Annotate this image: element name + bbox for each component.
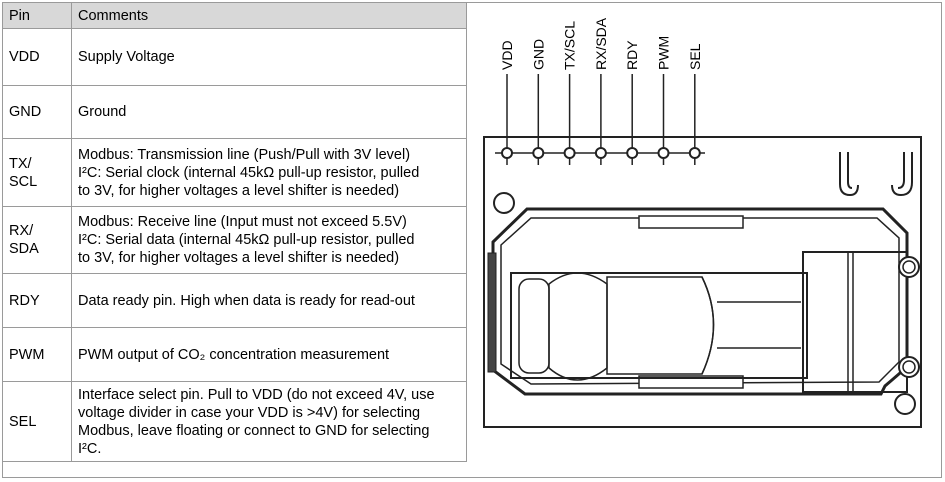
- comment-line: to 3V, for higher voltages a level shift…: [78, 182, 400, 199]
- comment-line: Modbus, leave floating or connect to GND…: [78, 422, 430, 439]
- pin-comment-cell: PWM output of CO₂ concentration measurem…: [71, 327, 467, 382]
- comment-line: Modbus: Receive line (Input must not exc…: [78, 214, 407, 230]
- pin-name-cell: RX/SDA: [2, 206, 72, 274]
- pin-comment-cell: Supply Voltage: [71, 28, 467, 86]
- comments-column-header: Comments: [71, 2, 467, 29]
- sensor-housing: [491, 207, 909, 396]
- pin-comment-cell: Modbus: Receive line (Input must not exc…: [71, 206, 467, 274]
- table-row: SEL Interface select pin. Pull to VDD (do…: [2, 381, 467, 462]
- pin-label: RX/SDA: [593, 17, 609, 70]
- pin-comment-cell: Modbus: Transmission line (Push/Pull wit…: [71, 138, 467, 207]
- comment-line: I²C: Serial data (internal 45kΩ pull-up …: [78, 232, 415, 248]
- pin-table-header: Pin Comments: [2, 2, 467, 29]
- table-row: TX/SCL Modbus: Transmission line (Push/Pu…: [2, 138, 467, 207]
- comment-line: to 3V, for higher voltages a level shift…: [78, 250, 400, 266]
- table-row: RDY Data ready pin. High when data is rea…: [2, 273, 467, 328]
- table-row: GND Ground: [2, 85, 467, 139]
- pin-pad: [626, 147, 639, 159]
- comment-line: Modbus: Transmission line (Push/Pull wit…: [78, 146, 411, 163]
- pin-name-cell: GND: [2, 85, 72, 139]
- pin-label: VDD: [499, 40, 515, 70]
- pin-name-line: VDD: [9, 49, 40, 65]
- pin-name-cell: VDD: [2, 28, 72, 86]
- mounting-hole: [894, 393, 916, 415]
- comment-line: Interface select pin. Pull to VDD (do no…: [78, 386, 435, 403]
- pin-name-line: SEL: [9, 413, 37, 430]
- pin-pad: [688, 147, 701, 159]
- pin-label: GND: [530, 39, 546, 70]
- pin-name-line: SDA: [9, 241, 39, 257]
- pin-name-line: GND: [9, 104, 42, 120]
- pin-name-line: SCL: [9, 173, 38, 190]
- comment-line: I²C.: [78, 440, 102, 457]
- pin-name-cell: TX/SCL: [2, 138, 72, 207]
- pin-label: SEL: [687, 43, 703, 70]
- comment-line: Supply Voltage: [78, 49, 175, 65]
- table-row: PWM PWM output of CO₂ concentration measu…: [2, 327, 467, 382]
- comment-line: PWM output of CO₂ concentration measurem…: [78, 346, 390, 363]
- pin-name-line: PWM: [9, 346, 45, 363]
- pin-label: RDY: [624, 40, 640, 70]
- pin-pad: [501, 147, 513, 159]
- pin-name-line: TX/: [9, 155, 32, 172]
- pin-name-cell: SEL: [2, 381, 72, 462]
- pin-name-cell: PWM: [2, 327, 72, 382]
- pin-comment-cell: Ground: [71, 85, 467, 139]
- table-row: VDD Supply Voltage: [2, 28, 467, 86]
- board-outline: [483, 136, 922, 428]
- pin-pad: [657, 147, 670, 159]
- pin-name-line: RX/: [9, 223, 34, 239]
- comment-line: I²C: Serial clock (internal 45kΩ pull-up…: [78, 164, 420, 181]
- pin-label: PWM: [656, 36, 672, 70]
- comment-line: Data ready pin. High when data is ready …: [78, 292, 415, 309]
- pin-name-line: RDY: [9, 292, 40, 309]
- pin-label: TX/SCL: [562, 21, 578, 70]
- pin-comment-cell: Interface select pin. Pull to VDD (do no…: [71, 381, 467, 462]
- pin-column-header: Pin: [2, 2, 72, 29]
- comment-line: Ground: [78, 104, 127, 120]
- comment-line: voltage divider in case your VDD is >4V)…: [78, 404, 421, 421]
- pin-comment-cell: Data ready pin. High when data is ready …: [71, 273, 467, 328]
- pin-pad: [594, 147, 607, 159]
- table-row: RX/SDA Modbus: Receive line (Input must n…: [2, 206, 467, 274]
- sensor-module-diagram: VDD GND TX/SCL RX/SDA RDY PWM SEL: [483, 17, 922, 428]
- mounting-hole: [493, 192, 515, 214]
- pin-pad: [532, 147, 545, 159]
- pin-name-cell: RDY: [2, 273, 72, 328]
- pin-pad: [563, 147, 576, 159]
